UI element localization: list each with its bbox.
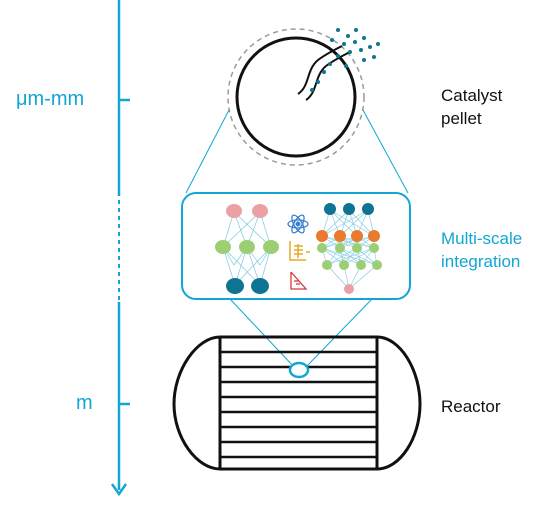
nn-right-green-node xyxy=(339,260,349,270)
nn-right-input-node xyxy=(343,203,355,215)
nn-right-orange-node xyxy=(316,230,328,242)
connector-left-bottom xyxy=(229,298,296,369)
nn-right-input-node xyxy=(324,203,336,215)
nn-right-orange-node xyxy=(334,230,346,242)
nn-left-hidden-node xyxy=(239,240,255,254)
nn-left-output-node xyxy=(226,278,244,294)
pore-channel-1 xyxy=(297,45,343,95)
reactor-label: Reactor xyxy=(441,397,501,416)
catalyst-pellet xyxy=(227,28,380,166)
pellet-dotted-ring xyxy=(227,28,365,166)
pellet-marker xyxy=(288,361,310,379)
catalyst-label-line2: pellet xyxy=(441,109,482,128)
nn-right-green-node xyxy=(322,260,332,270)
nn-left-input-node xyxy=(252,204,268,218)
nn-right-orange-node xyxy=(351,230,363,242)
nn-right-green-node xyxy=(356,260,366,270)
nn-left-nodes xyxy=(215,204,279,294)
scale-label-m: m xyxy=(76,392,93,414)
nn-left-output-node xyxy=(251,278,269,294)
atom-icon xyxy=(287,214,309,234)
scale-axis xyxy=(110,0,130,497)
integration-label-line1: Multi-scale xyxy=(441,229,523,248)
connector-right-bottom xyxy=(304,298,373,369)
connector-right-top xyxy=(362,109,409,194)
nn-left-hidden-node xyxy=(263,240,279,254)
scale-label-um-mm: μm-mm xyxy=(16,88,85,110)
nn-right-orange-node xyxy=(368,230,380,242)
molecule-dots xyxy=(310,28,380,92)
integration-box xyxy=(181,192,411,300)
nn-right-green-node xyxy=(317,243,327,253)
nn-right-green-node xyxy=(352,243,362,253)
reactor xyxy=(172,335,422,471)
nn-right-input-node xyxy=(362,203,374,215)
catalyst-pellet-label: Catalyst pellet xyxy=(441,84,502,130)
reactor-vessel xyxy=(172,335,422,471)
nn-right-nodes xyxy=(316,203,382,294)
nn-right-green-node xyxy=(369,243,379,253)
nn-right-green-node xyxy=(372,260,382,270)
chart-icon xyxy=(289,241,310,261)
nn-right-output-node xyxy=(344,284,354,294)
nn-left-hidden-node xyxy=(215,240,231,254)
connector-left-top xyxy=(185,109,230,194)
axis-arrowhead xyxy=(110,483,128,497)
nn-left-input-node xyxy=(226,204,242,218)
triangle-icon xyxy=(290,271,308,290)
catalyst-label-line1: Catalyst xyxy=(441,86,503,105)
multiscale-integration-label: Multi-scale integration xyxy=(441,227,522,273)
integration-label-line2: integration xyxy=(441,252,521,271)
nn-right-green-node xyxy=(335,243,345,253)
